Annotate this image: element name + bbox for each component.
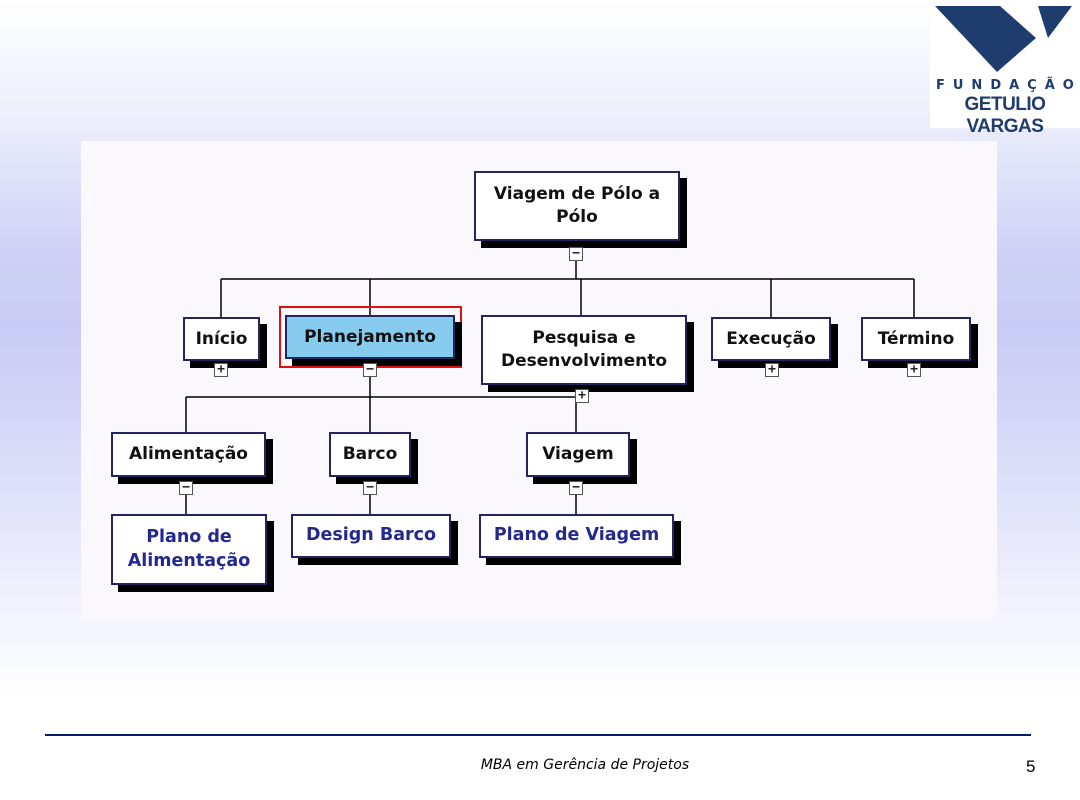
collapse-icon[interactable]: − bbox=[179, 481, 193, 495]
wbs-node-execucao[interactable]: Execução bbox=[711, 317, 831, 361]
fgv-logo: FUNDAÇÃO GETULIO VARGAS bbox=[930, 0, 1080, 137]
wbs-node-planejamento[interactable]: Planejamento bbox=[285, 315, 455, 359]
logo-line-1: FUNDAÇÃO bbox=[936, 78, 1080, 93]
page-number: 5 bbox=[1026, 757, 1036, 776]
collapse-icon[interactable]: − bbox=[363, 363, 377, 377]
wbs-diagram: Viagem de Pólo a Pólo − Início + Planeja… bbox=[81, 141, 997, 619]
wbs-root[interactable]: Viagem de Pólo a Pólo bbox=[474, 171, 680, 241]
expand-icon[interactable]: + bbox=[214, 363, 228, 377]
expand-icon[interactable]: + bbox=[765, 363, 779, 377]
wbs-node-plano-de-alimentacao[interactable]: Plano de Alimentação bbox=[111, 514, 267, 585]
logo-line-2: GETULIO VARGAS bbox=[964, 94, 1046, 137]
footer-title: MBA em Gerência de Projetos bbox=[480, 757, 690, 773]
connector-lines bbox=[185, 261, 915, 515]
collapse-icon[interactable]: − bbox=[569, 247, 583, 261]
wbs-node-alimentacao[interactable]: Alimentação bbox=[111, 432, 266, 477]
wbs-node-plano-de-viagem[interactable]: Plano de Viagem bbox=[479, 514, 674, 558]
wbs-node-viagem[interactable]: Viagem bbox=[526, 432, 630, 477]
collapse-icon[interactable]: − bbox=[569, 481, 583, 495]
expand-icon[interactable]: + bbox=[575, 389, 589, 403]
footer-divider bbox=[45, 734, 1031, 736]
wbs-node-pesquisa-e-desenvolvimento[interactable]: Pesquisa e Desenvolvimento bbox=[481, 315, 687, 385]
fgv-logo-mark bbox=[935, 6, 1072, 72]
wbs-node-termino[interactable]: Término bbox=[861, 317, 971, 361]
wbs-node-inicio[interactable]: Início bbox=[183, 317, 260, 361]
wbs-node-design-barco[interactable]: Design Barco bbox=[291, 514, 451, 558]
wbs-node-barco[interactable]: Barco bbox=[329, 432, 411, 477]
collapse-icon[interactable]: − bbox=[363, 481, 377, 495]
expand-icon[interactable]: + bbox=[907, 363, 921, 377]
